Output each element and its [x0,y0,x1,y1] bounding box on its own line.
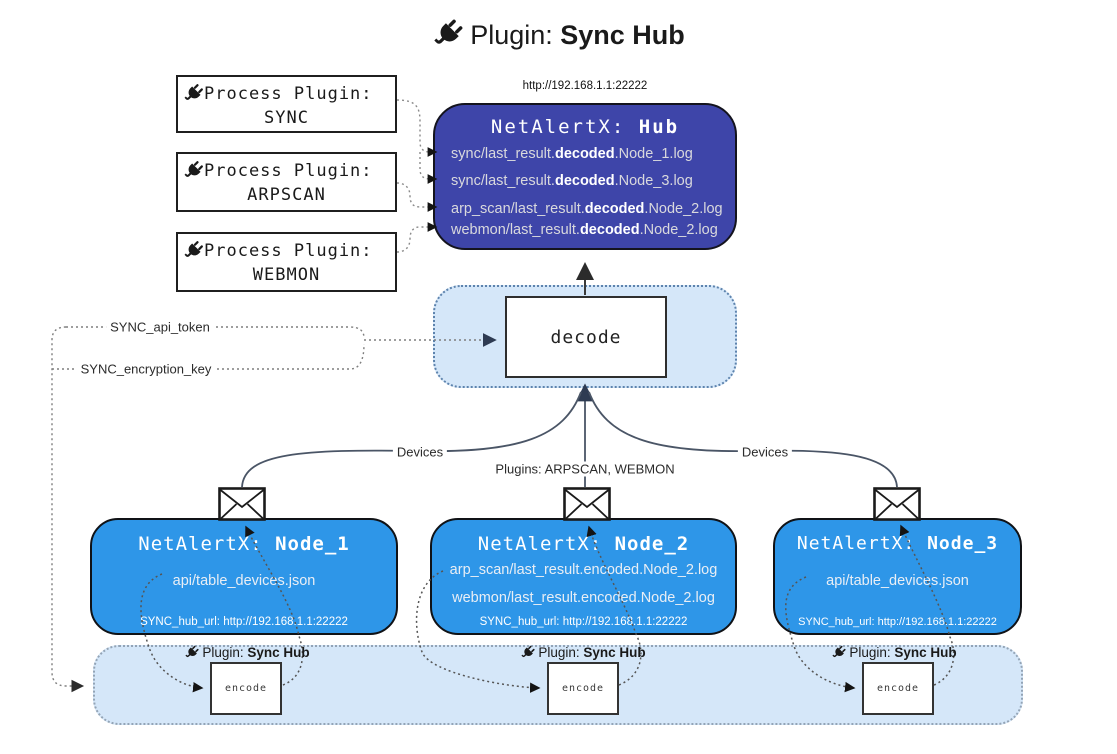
node-box-node1: NetAlertX: Node_1 api/table_devices.json… [90,518,398,635]
node-title-name: Node_1 [275,533,350,555]
page-title-name: Sync Hub [560,20,685,50]
edge-label-devices-left: Devices [392,444,448,460]
process-plugin-name: ARPSCAN [247,185,326,205]
band-plugin-prefix: Plugin: [849,645,895,660]
plug-icon [183,160,204,181]
log-post: .Node_2.log [644,201,723,217]
edge-settings-to-band [51,326,85,693]
band-plugin-label: Plugin: Sync Hub [520,645,646,660]
hub-title-prefix: NetAlertX: [490,116,639,138]
node-hub-url: SYNC_hub_url: http://192.168.1.1:22222 [479,616,688,628]
node-title-prefix: NetAlertX: [796,533,928,554]
hub-log-line: webmon/last_result.decoded.Node_2.log [451,222,718,238]
node-title-prefix: NetAlertX: [138,533,276,555]
node-title-prefix: NetAlertX: [477,533,615,555]
process-plugin-label: Process Plugin: [204,240,373,261]
node-file: api/table_devices.json [172,573,316,589]
process-plugin-box-webmon: Process Plugin: WEBMON [176,232,397,292]
hub-log-line: arp_scan/last_result.decoded.Node_2.log [451,201,723,217]
log-pre: webmon/last_result. [451,222,580,238]
node-title: NetAlertX: Node_1 [92,533,396,555]
band-plugin-label: Plugin: Sync Hub [184,645,310,660]
edge-label-plugins-mid: Plugins: ARPSCAN, WEBMON [491,461,679,477]
process-plugin-name: WEBMON [252,265,321,285]
log-pre: arp_scan/last_result. [451,201,585,217]
edge-webmon-to-log4 [396,222,438,253]
edge-label-devices-right: Devices [737,444,793,460]
envelope-icon [563,487,611,521]
log-bold: decoded [579,222,640,238]
hub-log-line: sync/last_result.decoded.Node_1.log [451,146,693,162]
node-box-node2: NetAlertX: Node_2 arp_scan/last_result.e… [430,518,737,635]
decode-box: decode [505,296,667,378]
log-post: .Node_3.log [614,173,693,189]
node-box-node3: NetAlertX: Node_3 api/table_devices.json… [773,518,1022,635]
node-file: webmon/last_result.encoded.Node_2.log [452,590,715,606]
edge-sync-to-log1 [396,99,438,157]
node-title: NetAlertX: Node_3 [775,533,1020,554]
encode-box: encode [862,662,934,715]
setting-sync-api-token: SYNC_api_token [106,319,214,335]
band-plugin-name: Sync Hub [247,645,310,660]
page-title: Plugin: Sync Hub [0,18,1117,51]
band-plugin-prefix: Plugin: [538,645,584,660]
band-plugin-prefix: Plugin: [202,645,248,660]
process-plugin-label: Process Plugin: [204,83,373,104]
log-bold: decoded [554,146,615,162]
encode-box: encode [210,662,282,715]
node-file: api/table_devices.json [826,573,969,589]
plug-icon [432,18,464,50]
node-title-name: Node_3 [927,533,999,554]
process-plugin-label: Process Plugin: [204,160,373,181]
plug-icon [183,240,204,261]
log-bold: decoded [584,201,645,217]
hub-log-line: sync/last_result.decoded.Node_3.log [451,173,693,189]
hub-box: NetAlertX: Hub sync/last_result.decoded.… [433,103,737,250]
envelope-icon [873,487,921,521]
hub-title-name: Hub [638,116,680,138]
plug-icon [520,645,535,660]
log-pre: sync/last_result. [451,146,555,162]
process-plugin-label-row: Process Plugin: [178,160,395,181]
node-file: arp_scan/last_result.encoded.Node_2.log [449,562,718,578]
hub-url-label: http://192.168.1.1:22222 [522,80,648,92]
node-hub-url: SYNC_hub_url: http://192.168.1.1:22222 [140,616,348,628]
node-title: NetAlertX: Node_2 [432,533,735,555]
plug-icon [184,645,199,660]
band-plugin-label: Plugin: Sync Hub [831,645,957,660]
envelope-icon [218,487,266,521]
plug-icon [831,645,846,660]
node-hub-url: SYNC_hub_url: http://192.168.1.1:22222 [798,616,997,628]
log-bold: decoded [554,173,615,189]
process-plugin-label-row: Process Plugin: [178,83,395,104]
process-plugin-box-arpscan: Process Plugin: ARPSCAN [176,152,397,212]
process-plugin-label-row: Process Plugin: [178,240,395,261]
edge-arpscan-to-log3 [396,182,438,212]
plug-icon [183,83,204,104]
band-plugin-name: Sync Hub [583,645,646,660]
hub-title: NetAlertX: Hub [435,116,735,138]
log-post: .Node_2.log [639,222,718,238]
log-pre: sync/last_result. [451,173,555,189]
setting-sync-encryption-key: SYNC_encryption_key [76,361,216,377]
band-plugin-name: Sync Hub [894,645,957,660]
process-plugin-name: SYNC [264,108,309,128]
process-plugin-box-sync: Process Plugin: SYNC [176,75,397,133]
log-post: .Node_1.log [614,146,693,162]
node-title-name: Node_2 [614,533,690,555]
page-title-prefix: Plugin: [470,20,553,50]
encode-box: encode [547,662,619,715]
